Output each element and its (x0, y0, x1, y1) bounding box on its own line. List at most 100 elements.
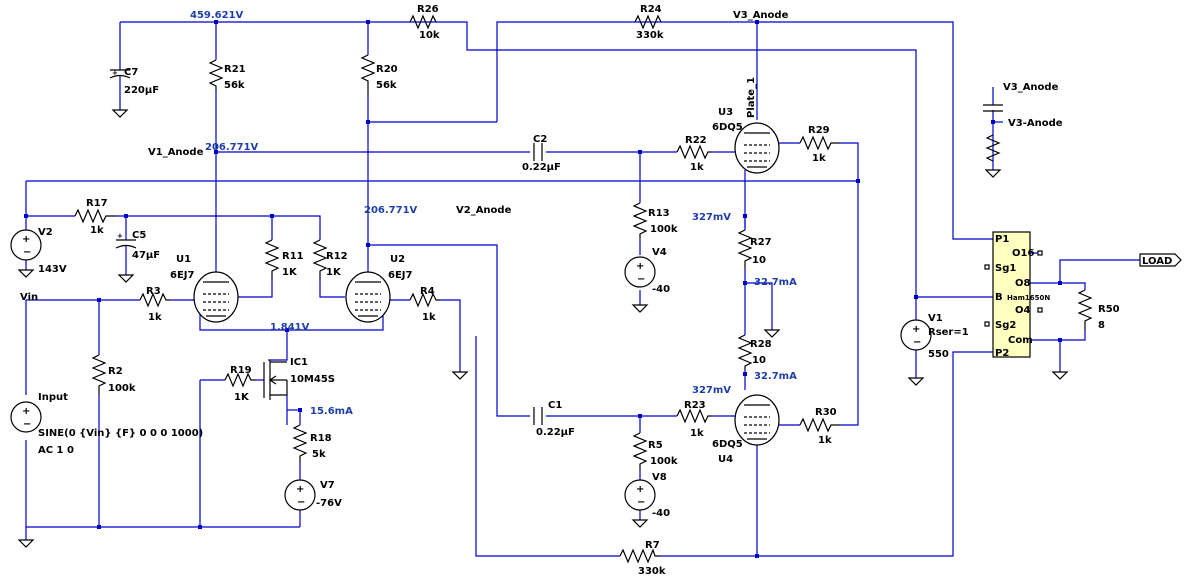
source-v2: + − (10, 229, 42, 261)
resistor-v3-anode-ref (985, 134, 1001, 162)
capacitor-c1 (533, 407, 543, 425)
net-load: LOAD (1142, 256, 1172, 267)
label-input-ref: Input (38, 392, 68, 403)
resistor-r17 (74, 208, 115, 224)
svg-text:+: + (636, 484, 644, 495)
label-r4-ref: R4 (420, 286, 435, 297)
net-v3-anode: V3_Anode (733, 10, 789, 21)
c5-plus-sign: + (117, 232, 123, 240)
xfmr-pin-p1: P1 (995, 234, 1009, 245)
label-r20-value: 56k (376, 80, 397, 91)
resistor-r28 (737, 334, 753, 370)
xfmr-pin-o8: O8 (1015, 278, 1031, 289)
source-v4: + − (624, 256, 656, 288)
resistor-r21 (208, 59, 224, 90)
label-u2-value: 6EJ7 (388, 270, 413, 281)
xfmr-pin-o4: O4 (1015, 305, 1031, 316)
tube-u4 (734, 394, 780, 446)
resistor-r50 (1077, 289, 1093, 330)
label-v1-value: 550 (928, 349, 949, 360)
resistor-r11 (264, 239, 280, 280)
label-r24-ref: R24 (640, 4, 662, 15)
label-r11-ref: R11 (282, 251, 304, 262)
label-c7-ref: C7 (124, 67, 138, 78)
label-v8-ref: V8 (652, 472, 667, 483)
net-vin: Vin (20, 292, 38, 303)
label-r28-ref: R28 (750, 339, 772, 350)
resistor-r2 (91, 354, 107, 395)
label-input-ac: AC 1 0 (38, 445, 74, 456)
junction-dots (24, 20, 1062, 558)
label-c2-ref: C2 (533, 134, 547, 145)
tube-u2 (345, 271, 391, 323)
label-r13-ref: R13 (648, 208, 670, 219)
c7-plus-sign: + (112, 69, 118, 77)
label-r22-value: 1k (690, 162, 704, 173)
label-r20-ref: R20 (376, 64, 398, 75)
label-u4-value: 6DQ5 (712, 439, 743, 450)
label-u4-ref: U4 (718, 454, 733, 465)
xfmr-pin-o16: O16 (1012, 248, 1034, 259)
label-v4-ref: V4 (652, 247, 667, 258)
capacitor-c5 (115, 230, 137, 258)
source-v1: + − (900, 319, 932, 351)
label-u2-ref: U2 (390, 254, 405, 265)
label-r23-ref: R23 (684, 400, 706, 411)
xfmr-pin-sg1: Sg1 (995, 263, 1016, 274)
label-r22-ref: R22 (685, 135, 707, 146)
label-r27-ref: R27 (750, 237, 772, 248)
label-c7-value: 220µF (124, 85, 159, 96)
label-r3-value: 1k (148, 312, 162, 323)
xfmr-pin-p2: P2 (995, 348, 1009, 359)
svg-text:+: + (296, 484, 304, 495)
xfmr-pin-sg2: Sg2 (995, 320, 1016, 331)
label-v2-anode-voltage: 206.771V (364, 205, 418, 216)
label-u3-cathode-voltage: 327mV (692, 212, 731, 223)
label-v7-ref: V7 (320, 480, 335, 491)
label-r17-value: 1k (90, 225, 104, 236)
labels: R26 10k R24 330k 459.621V V3_Anode C7 22… (20, 4, 1172, 577)
label-r2-ref: R2 (108, 366, 123, 377)
xfmr-pin-b: B (995, 292, 1003, 303)
net-v1-anode: V1_Anode (148, 147, 204, 158)
resistor-r22 (676, 144, 712, 160)
svg-text:−: − (23, 419, 31, 430)
label-input-spec: SINE(0 {Vin} {F} 0 0 0 1000) (38, 428, 203, 439)
capacitor-c2 (533, 143, 543, 161)
resistor-r27 (737, 229, 753, 268)
label-r27-current: 32.7mA (754, 277, 797, 288)
label-r21-ref: R21 (224, 64, 246, 75)
label-r50-ref: R50 (1098, 304, 1120, 315)
label-c1-ref: C1 (548, 400, 562, 411)
label-r18-value: 5k (312, 449, 326, 460)
resistor-r30 (799, 417, 840, 433)
label-r5-value: 100k (650, 456, 678, 467)
label-v2-ref: V2 (38, 227, 53, 238)
label-r18-ref: R18 (310, 433, 332, 444)
resistor-r23 (676, 408, 712, 424)
label-ic1-ref: IC1 (290, 357, 308, 368)
label-r21-value: 56k (224, 80, 245, 91)
wires (25, 21, 1140, 557)
tube-u3 (734, 122, 780, 174)
label-u3-ref: U3 (718, 107, 733, 118)
label-r30-value: 1k (818, 435, 832, 446)
label-r29-value: 1k (812, 153, 826, 164)
resistor-r4 (409, 292, 440, 308)
label-r11-value: 1K (282, 267, 298, 278)
label-v8-value: -40 (652, 508, 670, 519)
label-u4-cathode-voltage: 327mV (692, 385, 731, 396)
resistor-r18 (292, 424, 308, 462)
resistor-r3 (139, 292, 170, 308)
label-r19-value: 1K (234, 392, 250, 403)
label-r13-value: 100k (650, 224, 678, 235)
svg-text:−: − (637, 274, 645, 285)
svg-text:−: − (23, 247, 31, 258)
label-r17-ref: R17 (86, 198, 108, 209)
xfmr-name: Ham1650N (1007, 294, 1050, 302)
net-v2-anode: V2_Anode (456, 205, 512, 216)
svg-text:−: − (297, 497, 305, 508)
label-r19-ref: R19 (230, 365, 252, 376)
label-ic1-current: 15.6mA (310, 406, 353, 417)
